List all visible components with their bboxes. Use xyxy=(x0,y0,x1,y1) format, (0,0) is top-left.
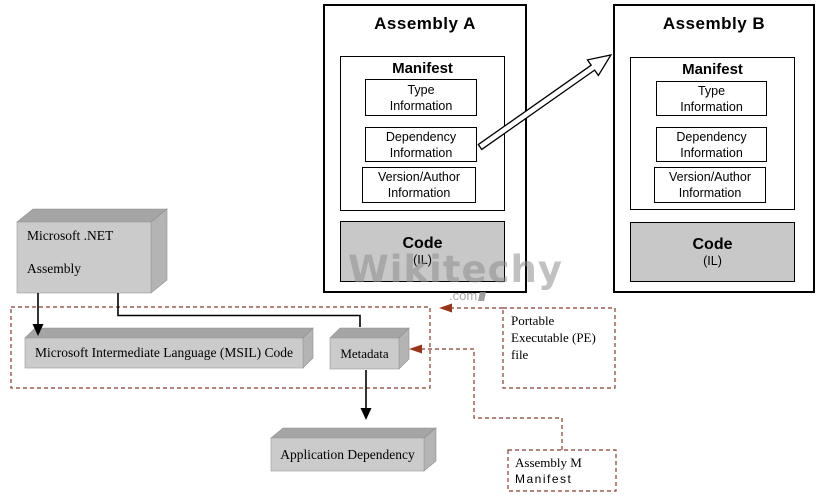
assembly-a-il-label: (IL) xyxy=(413,253,432,267)
assembly-a-version-author-box: Version/Author Information xyxy=(362,167,476,203)
application-dependency-label: Application Dependency xyxy=(280,446,415,462)
net-assembly-3d-box xyxy=(16,208,168,294)
assembly-m-line2: Manifest xyxy=(515,472,573,486)
assembly-a-code-label: Code xyxy=(402,235,443,252)
net-assembly-label-line2: Assembly xyxy=(27,261,81,276)
type-info-line2: Information xyxy=(389,98,453,113)
pe-note-line3: file xyxy=(511,347,529,362)
type-info-line1: Type xyxy=(697,83,726,98)
assembly-to-metadata-line xyxy=(117,293,361,327)
assembly-b-dependency-information-box: Dependency Information xyxy=(656,127,767,162)
pe-note-line2: Executable (PE) xyxy=(511,330,596,345)
assembly-m-arrow-left-icon xyxy=(409,344,422,354)
assembly-b-code-box: Code (IL) xyxy=(630,222,795,282)
net-assembly-label-line1: Microsoft .NET xyxy=(27,228,114,243)
dependency-info-line2: Information xyxy=(680,145,743,160)
assembly-m-connector-line xyxy=(422,348,563,450)
assembly-a-panel: Assembly A Manifest Type Information Dep… xyxy=(323,4,527,293)
assembly-b-type-information-box: Type Information xyxy=(656,81,767,116)
assembly-b-manifest-title: Manifest xyxy=(682,61,743,78)
assembly-m-note: Assembly M Manifest xyxy=(515,454,582,487)
version-author-line1: Version/Author xyxy=(669,170,751,184)
dependency-info-line2: Information xyxy=(389,145,453,160)
msil-label: Microsoft Intermediate Language (MSIL) C… xyxy=(35,345,293,360)
assembly-a-type-information-box: Type Information xyxy=(365,79,477,116)
assembly-a-code-box: Code (IL) xyxy=(340,221,505,282)
wikitechy-watermark: Wikitechy xyxy=(348,248,563,291)
flag-icon xyxy=(478,292,487,302)
assembly-b-il-label: (IL) xyxy=(703,253,722,268)
dependency-info-line1: Dependency xyxy=(676,129,747,144)
wikitechy-watermark-domain: .com xyxy=(449,288,487,303)
type-info-line1: Type xyxy=(407,82,435,97)
metadata-label: Metadata xyxy=(340,345,389,361)
pe-note-line1: Portable xyxy=(511,313,555,328)
type-info-line2: Information xyxy=(680,99,743,114)
application-dependency-arrow-down-icon xyxy=(360,408,372,420)
assembly-a-dependency-information-box: Dependency Information xyxy=(365,127,477,162)
assembly-b-code-label: Code xyxy=(692,235,733,253)
pe-note-arrow-left-icon xyxy=(439,303,452,313)
assembly-b-manifest-box: Manifest Type Information Dependency Inf… xyxy=(630,57,795,210)
assembly-b-panel: Assembly B Manifest Type Information Dep… xyxy=(613,4,815,293)
assembly-a-manifest-box: Manifest Type Information Dependency Inf… xyxy=(340,56,505,211)
watermark-domain-text: .com xyxy=(449,288,478,303)
assembly-b-title: Assembly B xyxy=(662,14,766,33)
version-author-line2: Information xyxy=(387,186,451,200)
version-author-line2: Information xyxy=(678,186,742,200)
assembly-a-title: Assembly A xyxy=(374,14,476,33)
assembly-b-version-author-box: Version/Author Information xyxy=(654,167,766,203)
assembly-m-line1: Assembly M xyxy=(515,455,582,470)
assembly-a-manifest-title: Manifest xyxy=(392,60,453,77)
msil-arrow-down-icon xyxy=(32,324,44,336)
version-author-line1: Version/Author xyxy=(378,170,460,184)
pe-file-note: Portable Executable (PE) file xyxy=(511,312,596,363)
dependency-info-line1: Dependency xyxy=(385,129,457,144)
